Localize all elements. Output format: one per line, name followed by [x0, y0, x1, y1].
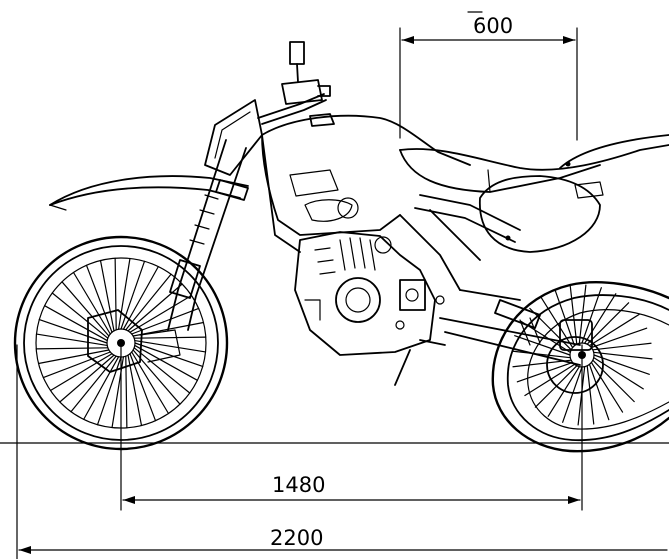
overall-length-label: 2200	[270, 526, 323, 550]
exhaust	[414, 194, 521, 243]
front-spoke	[134, 339, 207, 353]
rear-spoke	[586, 365, 595, 425]
rear-spoke	[588, 363, 610, 421]
front-spoke	[72, 271, 111, 335]
wheelbase-label: 1480	[272, 473, 325, 497]
rear-spoke	[590, 361, 624, 413]
front-spoke	[127, 283, 183, 332]
front-spoke	[83, 356, 120, 420]
rear-spoke	[524, 363, 576, 397]
engine	[294, 231, 445, 356]
front-spoke	[134, 342, 204, 368]
front-spoke	[133, 347, 191, 394]
dimension-2200: 2200	[16, 344, 668, 559]
front-spoke	[99, 259, 115, 332]
swingarm	[439, 299, 593, 366]
front-spoke	[131, 307, 200, 335]
front-wheel	[13, 235, 229, 451]
rear-spoke	[581, 287, 602, 344]
front-spoke	[49, 353, 113, 392]
front-spoke	[125, 355, 128, 429]
rear-spoke	[578, 284, 587, 344]
front-spoke	[85, 264, 113, 333]
front-spoke	[114, 257, 117, 331]
fuel-tank	[261, 113, 471, 236]
front-spoke	[133, 336, 207, 339]
front-spoke	[61, 281, 110, 337]
handlebar	[257, 41, 331, 125]
front-spoke	[59, 354, 115, 403]
rear-spoke	[593, 351, 653, 360]
rear-spoke	[569, 285, 578, 345]
front-spoke	[125, 273, 172, 331]
rear-spoke	[592, 342, 652, 351]
front-spoke	[129, 294, 193, 333]
front-spoke	[44, 305, 108, 342]
front-spoke	[35, 333, 108, 347]
front-spoke	[134, 344, 198, 381]
front-spoke	[42, 351, 111, 379]
rear-wheel	[491, 281, 669, 453]
frame	[261, 134, 521, 301]
rear-spoke	[593, 357, 644, 390]
footpeg	[394, 339, 446, 386]
rear-spoke	[593, 354, 650, 375]
front-spoke	[129, 353, 157, 422]
rear-spoke	[562, 366, 583, 423]
front-spoke	[38, 318, 108, 344]
front-spoke	[117, 257, 131, 330]
front-number-plate	[204, 99, 263, 176]
front-spoke	[96, 356, 122, 426]
rear-spoke	[592, 359, 635, 403]
front-spoke	[37, 349, 110, 365]
rear-spoke	[590, 327, 648, 349]
front-spoke	[35, 347, 109, 350]
rear-fender	[479, 134, 669, 253]
front-spoke	[120, 260, 146, 330]
rear-spoke	[514, 335, 571, 356]
front-spoke	[70, 355, 117, 413]
front-fork	[167, 139, 249, 331]
rear-spoke	[529, 307, 572, 351]
front-fender	[49, 175, 249, 211]
front-spoke	[127, 354, 143, 427]
rear-spoke	[586, 302, 630, 345]
rear-spoke	[516, 361, 574, 383]
rear-spoke	[588, 313, 640, 347]
rear-spoke	[540, 297, 574, 349]
front-spoke	[51, 292, 109, 339]
seat-width-label: 600	[473, 14, 513, 38]
dimension-600: 600	[399, 11, 578, 141]
rear-spoke	[577, 366, 586, 426]
rear-spoke	[511, 350, 571, 359]
rear-spoke	[584, 293, 617, 344]
